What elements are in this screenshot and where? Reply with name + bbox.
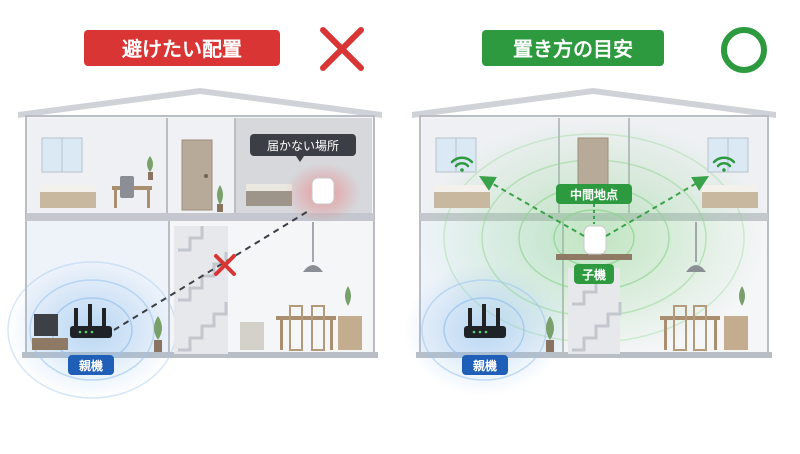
left-living — [32, 314, 162, 352]
right-bedroom-right — [702, 137, 758, 208]
right-dining — [660, 222, 748, 351]
right-staircase — [568, 268, 622, 354]
pendant-lamp-icon — [303, 265, 323, 272]
blocked-x-icon — [214, 254, 236, 276]
left-router-badge — [68, 355, 114, 375]
left-main-router-icon — [70, 304, 112, 338]
right-panel: 置き方の目安 — [404, 27, 776, 396]
far-room: 届かない場所 — [246, 134, 361, 223]
bad-heading: 避けたい配置 — [122, 37, 242, 61]
far-room-label-box — [250, 134, 356, 156]
midpoint-label: 中間地点 — [570, 187, 618, 202]
tv-icon — [34, 314, 58, 336]
left-router-label: 親機 — [79, 358, 103, 373]
cross-mark-icon — [320, 27, 364, 71]
wifi-icon-left — [450, 156, 474, 172]
satellite-label-box — [574, 264, 614, 284]
right-main-router-icon — [464, 304, 506, 338]
coverage-arrow-left — [479, 176, 585, 237]
extender-icon — [311, 177, 335, 205]
far-room-label: 届かない場所 — [267, 139, 339, 153]
satellite-icon — [583, 225, 607, 255]
right-router-label: 親機 — [473, 358, 497, 373]
left-hall-door — [181, 139, 223, 212]
left-panel: 避けたい配置 — [7, 27, 382, 400]
good-heading-box — [482, 30, 664, 66]
wifi-icon-right — [712, 156, 736, 172]
left-staircase — [174, 226, 228, 354]
right-router-badge — [462, 355, 508, 375]
good-heading: 置き方の目安 — [513, 37, 633, 61]
blocked-signal-line — [113, 209, 311, 331]
circle-mark-icon — [721, 27, 767, 73]
right-living — [546, 316, 554, 352]
bad-heading-box — [84, 30, 280, 66]
midpoint-label-box — [556, 184, 632, 204]
satellite-node — [556, 225, 632, 260]
right-pendant-lamp-icon — [686, 265, 706, 272]
left-bedroom — [40, 137, 153, 208]
left-dining — [240, 222, 362, 351]
satellite-label: 子機 — [582, 267, 606, 282]
right-bedroom-left — [434, 137, 490, 208]
coverage-arrow-right — [605, 175, 709, 237]
